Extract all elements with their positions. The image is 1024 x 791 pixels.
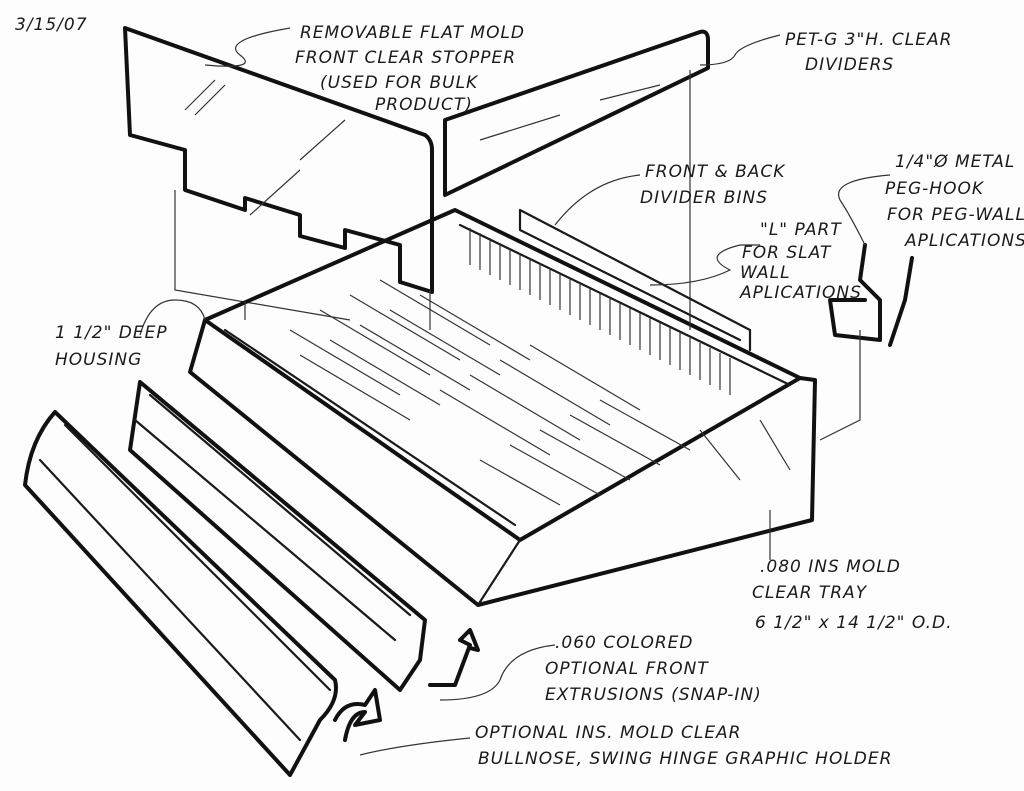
extrusions-annotation: .060 COLORED OPTIONAL FRONT EXTRUSIONS (…: [545, 633, 762, 705]
tray-annotation: .080 INS MOLD CLEAR TRAY 6 1/2" x 14 1/2…: [752, 557, 952, 633]
svg-text:.080 INS MOLD: .080 INS MOLD: [760, 557, 901, 577]
svg-text:FOR PEG-WALL: FOR PEG-WALL: [887, 205, 1024, 225]
bullnose-graphic-holder: [23, 410, 338, 777]
svg-text:EXTRUSIONS (SNAP-IN): EXTRUSIONS (SNAP-IN): [545, 685, 762, 705]
date-label: 3/15/07: [15, 15, 88, 35]
svg-text:BULLNOSE, SWING HINGE GRAPHIC: BULLNOSE, SWING HINGE GRAPHIC HOLDER: [478, 749, 892, 769]
svg-text:OPTIONAL INS. MOLD CLEAR: OPTIONAL INS. MOLD CLEAR: [475, 723, 742, 743]
svg-text:PEG-HOOK: PEG-HOOK: [885, 179, 985, 199]
svg-text:FOR SLAT: FOR SLAT: [742, 243, 832, 263]
svg-text:FRONT & BACK: FRONT & BACK: [645, 162, 786, 182]
svg-text:WALL: WALL: [740, 263, 791, 283]
svg-text:(USED FOR BULK: (USED FOR BULK: [320, 73, 479, 93]
svg-text:DIVIDERS: DIVIDERS: [805, 55, 894, 75]
svg-text:FRONT CLEAR STOPPER: FRONT CLEAR STOPPER: [295, 48, 516, 68]
bullnose-annotation: OPTIONAL INS. MOLD CLEAR BULLNOSE, SWING…: [475, 723, 892, 769]
housing-annotation: 1 1/2" DEEP HOUSING: [55, 323, 168, 370]
peg-hook-annotation: 1/4"Ø METAL PEG-HOOK FOR PEG-WALL APLICA…: [885, 152, 1024, 251]
divider-bins-annotation: FRONT & BACK DIVIDER BINS: [640, 162, 786, 208]
svg-text:REMOVABLE FLAT MOLD: REMOVABLE FLAT MOLD: [300, 23, 525, 43]
dividers-annotation: PET-G 3"H. CLEAR DIVIDERS: [785, 30, 952, 75]
clear-tray-housing: [188, 208, 817, 607]
svg-text:OPTIONAL FRONT: OPTIONAL FRONT: [545, 659, 709, 679]
swing-hinge-arrow-icon: [333, 688, 382, 742]
svg-text:.060 COLORED: .060 COLORED: [555, 633, 693, 653]
svg-text:CLEAR TRAY: CLEAR TRAY: [752, 583, 868, 603]
svg-text:PRODUCT): PRODUCT): [375, 95, 473, 115]
metal-peg-hook: [828, 243, 914, 347]
svg-text:6 1/2" x 14 1/2" O.D.: 6 1/2" x 14 1/2" O.D.: [755, 613, 952, 633]
svg-text:HOUSING: HOUSING: [55, 350, 142, 370]
svg-text:APLICATIONS: APLICATIONS: [739, 283, 862, 303]
clear-divider-panel: [443, 29, 710, 320]
svg-text:1 1/2" DEEP: 1 1/2" DEEP: [55, 323, 168, 343]
l-part-annotation: "L" PART FOR SLAT WALL APLICATIONS: [739, 220, 862, 303]
leader-lines: [139, 27, 891, 756]
svg-text:1/4"Ø METAL: 1/4"Ø METAL: [895, 152, 1015, 172]
svg-text:PET-G 3"H. CLEAR: PET-G 3"H. CLEAR: [785, 30, 952, 50]
svg-text:DIVIDER BINS: DIVIDER BINS: [640, 188, 768, 208]
svg-text:APLICATIONS: APLICATIONS: [904, 231, 1024, 251]
stopper-annotation: REMOVABLE FLAT MOLD FRONT CLEAR STOPPER …: [295, 23, 525, 115]
svg-text:"L" PART: "L" PART: [760, 220, 842, 240]
front-extrusion: [128, 380, 427, 692]
snap-in-arrow-icon: [428, 628, 480, 687]
